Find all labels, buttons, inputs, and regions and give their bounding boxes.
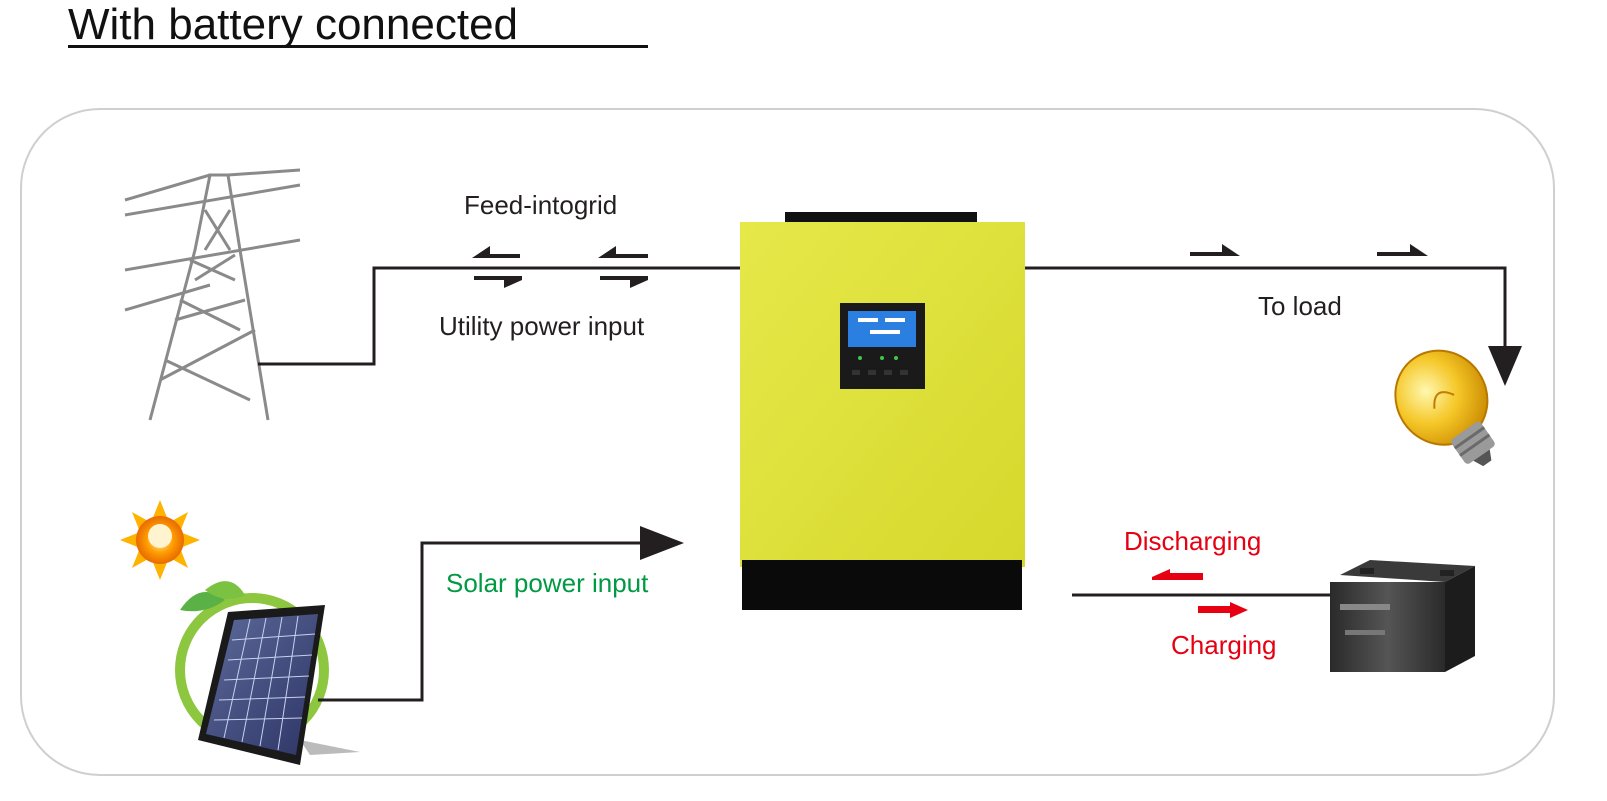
solar-panel-icon (175, 581, 360, 765)
battery-icon (1330, 560, 1475, 672)
power-tower-icon (124, 168, 301, 421)
inverter-icon (740, 212, 1025, 610)
to-load-arrow-1 (1190, 244, 1240, 256)
light-bulb-icon (1394, 349, 1495, 467)
load-line (1025, 266, 1507, 350)
title-underline (68, 45, 648, 48)
utility-arrow-2 (600, 276, 648, 288)
to-load-arrow-2 (1377, 244, 1428, 256)
charging-label: Charging (1171, 630, 1277, 660)
grid-line (258, 266, 740, 366)
discharging-label: Discharging (1124, 526, 1262, 556)
diagram-frame (20, 108, 1555, 776)
discharging-arrow (1152, 569, 1203, 580)
utility-arrow-1 (474, 276, 522, 288)
solar-line (318, 541, 650, 702)
charging-arrow (1198, 602, 1248, 618)
feed-in-arrow-1 (472, 246, 520, 258)
sun-icon (120, 500, 200, 580)
feed-into-grid-label: Feed-intogrid (464, 190, 618, 220)
to-load-label: To load (1258, 291, 1342, 321)
solar-arrowhead (640, 526, 684, 560)
feed-in-arrow-2 (598, 246, 648, 258)
solar-power-input-label: Solar power input (446, 568, 649, 598)
load-arrowhead (1488, 346, 1522, 386)
diagram-title: With battery connected (68, 0, 519, 49)
utility-power-input-label: Utility power input (439, 311, 645, 341)
